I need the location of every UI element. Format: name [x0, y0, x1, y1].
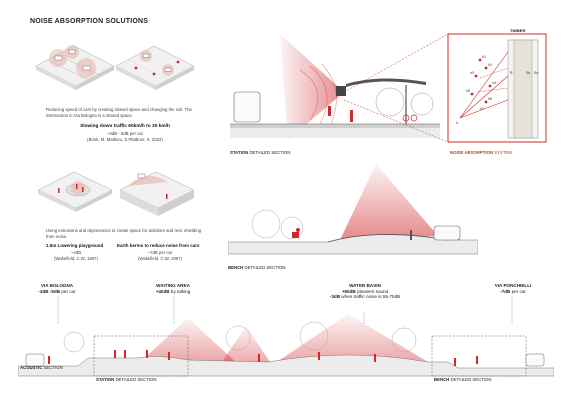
absorb-mark-3: Ir3	[470, 71, 474, 75]
bench-section-label: BENCH DETAILED SECTION	[228, 265, 285, 270]
noise-cone	[280, 34, 344, 140]
point-via-ponchielli-value: -7dB	[500, 288, 511, 294]
earth-berm-value: ~7dB per car	[147, 250, 173, 255]
earth-berm-heading: Earth berms to reduce noise from cars	[117, 243, 200, 248]
people-figures	[48, 350, 478, 366]
point-waiting-area: WAITING AREA +40dB by talking	[128, 283, 218, 294]
acoustic-station-label: STATION DETAILED SECTION	[96, 377, 156, 382]
absorb-mark-6: Ir6	[488, 97, 492, 101]
bench-section-drawing	[228, 164, 478, 255]
absorb-mark-5: Ir5	[466, 89, 470, 93]
shared-space-plate-after	[115, 45, 195, 90]
point-water-basin-suffix: pleasent sound	[355, 288, 389, 294]
station-label-bold: STATION	[230, 150, 249, 155]
point-via-ponchielli-suffix: per car	[510, 288, 526, 294]
absorb-mark-9: R	[510, 71, 513, 75]
extrusion-diagrams	[37, 171, 195, 216]
shared-space-caption: Reducing speed of cars by creating share…	[46, 107, 192, 118]
acoustic-section-label: ACOUSTIC SECTION	[20, 365, 63, 370]
absorb-mark-7: Ir7	[480, 107, 484, 111]
station-section-drawing	[230, 34, 440, 140]
lowered-playground-plate	[37, 171, 113, 212]
absorb-mark-1: Ir1	[482, 55, 486, 59]
playground-heading: 1.5m Lowering playground	[46, 243, 104, 248]
acoustic-bench-text: DETAILED SECTION	[450, 377, 492, 382]
slowing-traffic-value: ~3dB - 5dB per car	[106, 131, 144, 136]
acoustic-bench-label: BENCH DETAILED SECTION	[434, 377, 491, 382]
playground-reference: (Wakefield, C.W, 1997)	[53, 256, 99, 261]
absorption-label-text: SYSTEM	[494, 150, 512, 155]
point-waiting-area-name: WAITING AREA	[156, 283, 190, 288]
shared-space-diagrams	[35, 45, 195, 90]
acoustic-bench-bold: BENCH	[434, 377, 450, 382]
absorption-system-drawing: Ir1 Ir2 Ir3 Ir4 Ir5 Ir6 Ir7 Ir R Sb Sd	[343, 33, 547, 143]
car-outline	[433, 225, 461, 241]
page-title: NOISE ABSORPTION SOLUTIONS	[30, 18, 149, 25]
absorb-mark-4: Ir4	[492, 81, 496, 85]
point-water-basin-extra-suffix: when traffic noise is 55-75dB	[340, 294, 401, 300]
absorb-mark-8: Ir	[456, 121, 459, 125]
acoustic-label-text: SECTION	[43, 365, 63, 370]
acoustic-station-text: DETAILED SECTION	[115, 377, 157, 382]
point-via-bologna-name: VIA BOLOGNA	[40, 283, 74, 288]
point-via-bologna-value: -3dB -5dB	[38, 288, 61, 294]
playground-value: ~4dB	[70, 250, 82, 255]
bench-label-text: DETAILED SECTION	[244, 265, 286, 270]
slowing-traffic-reference: (Brink, M, Mathieu, S.Platbner, S, 2022)	[87, 137, 163, 142]
absorption-system-label: NOISE ABSORPTION SYSTEM	[450, 150, 512, 155]
seated-person	[292, 232, 299, 238]
point-via-ponchielli-name: VIA PONCHIELLI	[494, 283, 532, 288]
point-water-basin-extra-value: -3dB	[329, 294, 341, 300]
acoustic-label-bold: ACOUSTIC	[20, 365, 43, 370]
acoustic-station-bold: STATION	[96, 377, 115, 382]
absorb-mark-2: Ir2	[488, 63, 492, 67]
point-via-ponchielli: VIA PONCHIELLI -7dB per car	[478, 283, 548, 294]
point-via-bologna: VIA BOLOGNA -3dB -5dB per car	[22, 283, 92, 294]
earth-berm-plate	[119, 171, 195, 216]
station-detail-box	[93, 335, 189, 377]
station-canopy	[346, 78, 426, 87]
timber-label: TIMBER	[510, 28, 526, 33]
station-section-label: STATION DETAILED SECTION	[230, 150, 290, 155]
acoustic-section-drawing	[18, 296, 554, 377]
point-water-basin-name: WATER BASIN	[349, 283, 381, 288]
point-water-basin: WATER BASIN +50dB pleasent sound -3dB wh…	[290, 283, 440, 300]
absorption-label-bold: NOISE ABSORPTION	[450, 150, 494, 155]
bench-noise-cone	[340, 164, 438, 240]
absorb-mark-10: Sb	[526, 71, 530, 75]
station-label-text: DETAILED SECTION	[249, 150, 291, 155]
shared-space-plate-before	[35, 45, 115, 90]
point-water-basin-value: +50dB	[341, 288, 356, 294]
point-waiting-area-suffix: by talking	[169, 288, 191, 294]
point-via-bologna-suffix: per car	[60, 288, 76, 294]
bench-label-bold: BENCH	[228, 265, 244, 270]
extrusions-caption: Using extrusions and depressions to crea…	[46, 228, 202, 239]
earth-berm-reference: (Wakefield, C.W, 1997)	[137, 256, 183, 261]
point-waiting-area-value: +40dB	[155, 288, 170, 294]
bus-outline	[233, 91, 261, 123]
absorb-mark-11: Sd	[534, 71, 538, 75]
speaker-box	[336, 86, 346, 96]
slowing-traffic-heading: Slowing down traffic 60km/h to 30 km/h	[80, 124, 170, 129]
